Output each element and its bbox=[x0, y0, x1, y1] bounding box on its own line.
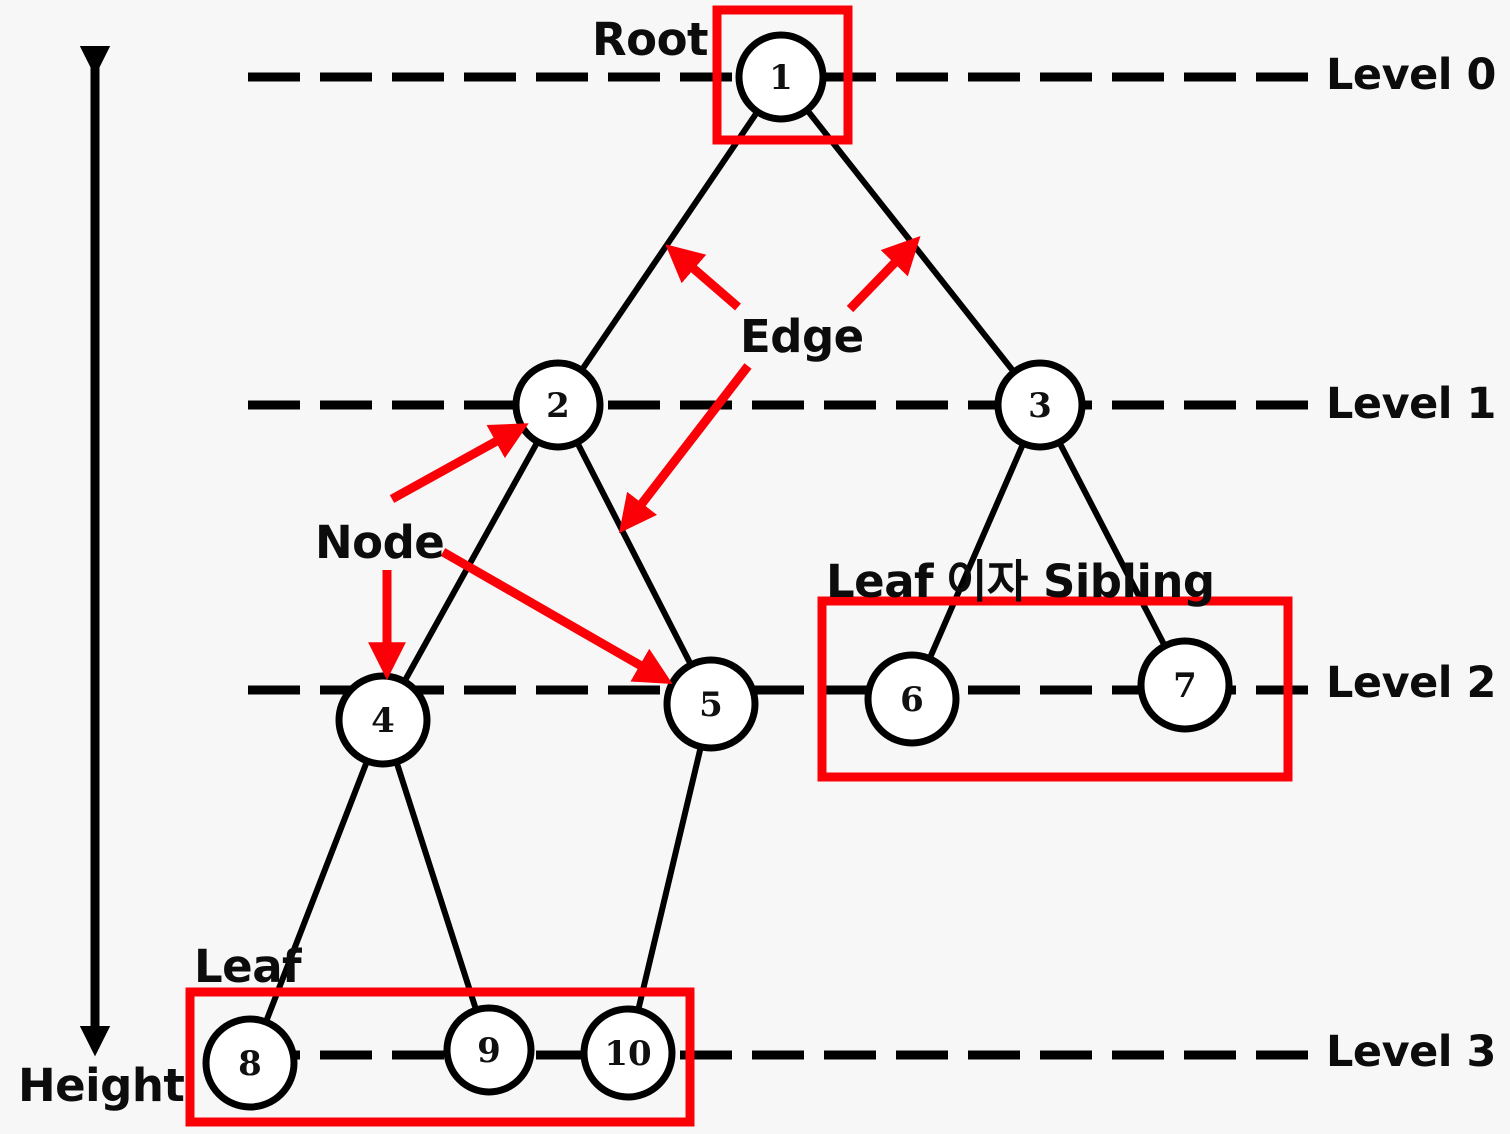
level-0-label: Level 0 bbox=[1326, 50, 1496, 100]
node-circle-2 bbox=[512, 359, 604, 451]
edge-arrow-left bbox=[665, 244, 741, 311]
leaf-label-bottom: Leaf bbox=[194, 940, 302, 993]
highlight-boxes bbox=[185, 5, 1293, 1127]
edge-n3-n7 bbox=[1037, 402, 1188, 688]
tree-node-7[interactable]: 7 bbox=[1137, 637, 1233, 733]
node-circle-9 bbox=[443, 1004, 535, 1096]
node-circle-8 bbox=[202, 1015, 298, 1111]
node-circle-1 bbox=[735, 31, 827, 123]
edge-n5-n10 bbox=[625, 701, 714, 1056]
tree-node-8[interactable]: 8 bbox=[202, 1015, 298, 1111]
edge-arrow-down bbox=[619, 363, 752, 534]
annotation-arrows bbox=[368, 236, 921, 684]
tree-node-3[interactable]: 3 bbox=[994, 359, 1086, 451]
node-value-2: 2 bbox=[546, 386, 570, 426]
edge-n3-n6 bbox=[909, 402, 1043, 702]
tree-node-6[interactable]: 6 bbox=[864, 651, 960, 747]
leaf-sibling-label-leaf: Leaf bbox=[826, 555, 934, 608]
node-circle-5 bbox=[663, 656, 759, 752]
tree-node-5[interactable]: 5 bbox=[663, 656, 759, 752]
node-value-9: 9 bbox=[477, 1031, 501, 1071]
node-label: Node bbox=[315, 516, 445, 569]
root-label: Root bbox=[592, 13, 709, 66]
node-value-5: 5 bbox=[699, 685, 723, 725]
level-1-label: Level 1 bbox=[1326, 379, 1496, 429]
node-arrow-to-5 bbox=[440, 548, 673, 684]
node-value-6: 6 bbox=[900, 680, 924, 720]
tree-node-2[interactable]: 2 bbox=[512, 359, 604, 451]
leaf-sibling-label-group: Leaf 이자 Sibling bbox=[826, 559, 1246, 611]
node-value-10: 10 bbox=[604, 1034, 651, 1074]
edge-arrow-right bbox=[846, 236, 921, 313]
node-circle-6 bbox=[864, 651, 960, 747]
node-circle-7 bbox=[1137, 637, 1233, 733]
edge-n4-n8 bbox=[247, 717, 386, 1066]
sibling-highlight-box bbox=[817, 596, 1293, 782]
edge-label: Edge bbox=[740, 310, 864, 363]
node-circle-10 bbox=[580, 1005, 676, 1101]
level-2-label: Level 2 bbox=[1326, 658, 1496, 708]
node-arrow-to-2 bbox=[389, 423, 529, 503]
level-3-label: Level 3 bbox=[1326, 1027, 1496, 1077]
leaf-highlight-box bbox=[185, 987, 695, 1127]
tree-node-4[interactable]: 4 bbox=[335, 672, 431, 768]
height-label: Height bbox=[18, 1059, 185, 1112]
node-value-4: 4 bbox=[371, 701, 395, 741]
edge-n1-n2 bbox=[555, 74, 784, 408]
leaf-sibling-label-korean: 이자 Sibling bbox=[946, 555, 1215, 608]
tree-node-1[interactable]: 1 bbox=[735, 31, 827, 123]
node-value-1: 1 bbox=[769, 58, 793, 98]
root-highlight-box bbox=[712, 5, 853, 145]
node-value-8: 8 bbox=[238, 1044, 262, 1084]
edge-n4-n9 bbox=[380, 717, 492, 1053]
edge-n2-n5 bbox=[555, 402, 714, 707]
edge-n2-n4 bbox=[380, 402, 561, 723]
node-value-7: 7 bbox=[1173, 666, 1197, 706]
node-circle-3 bbox=[994, 359, 1086, 451]
tree-nodes: 1 2 3 4 5 6 7 8 9 10 bbox=[202, 31, 1233, 1111]
node-value-3: 3 bbox=[1028, 386, 1052, 426]
tree-node-9[interactable]: 9 bbox=[443, 1004, 535, 1096]
tree-node-10[interactable]: 10 bbox=[580, 1005, 676, 1101]
